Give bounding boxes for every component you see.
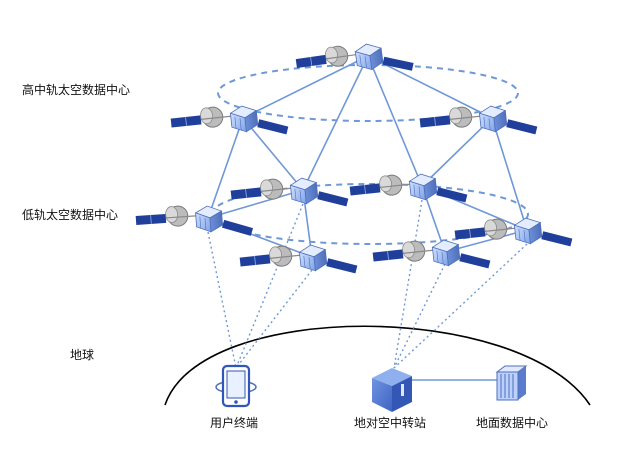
satellite-icon — [349, 173, 468, 203]
ground-links — [207, 199, 528, 369]
satellite-icon — [135, 205, 254, 236]
ground-datacenter-label: 地面数据中心 — [476, 416, 549, 430]
ground-station-label: 地对空中转站 — [354, 416, 427, 430]
satellite-icon — [454, 217, 573, 247]
satellite-icon — [170, 105, 289, 135]
low-orbit-label: 低轨太空数据中心 — [22, 208, 119, 222]
earth-label: 地球 — [70, 348, 95, 362]
high-orbit-ring — [217, 64, 519, 122]
user-terminal-label: 用户终端 — [210, 416, 259, 430]
inter-satellite-links — [207, 55, 528, 258]
earth-horizon — [164, 325, 591, 406]
phone-icon — [215, 364, 257, 408]
satellite-group — [135, 43, 573, 274]
high-orbit-label: 高中轨太空数据中心 — [22, 83, 131, 97]
satellite-icon — [372, 239, 491, 269]
satellite-icon — [239, 244, 358, 274]
satellite-icon — [419, 105, 538, 135]
container-icon — [495, 365, 528, 401]
satellite-icon — [230, 177, 349, 207]
server-cube-icon — [372, 368, 412, 412]
satellite-icon — [295, 43, 414, 71]
